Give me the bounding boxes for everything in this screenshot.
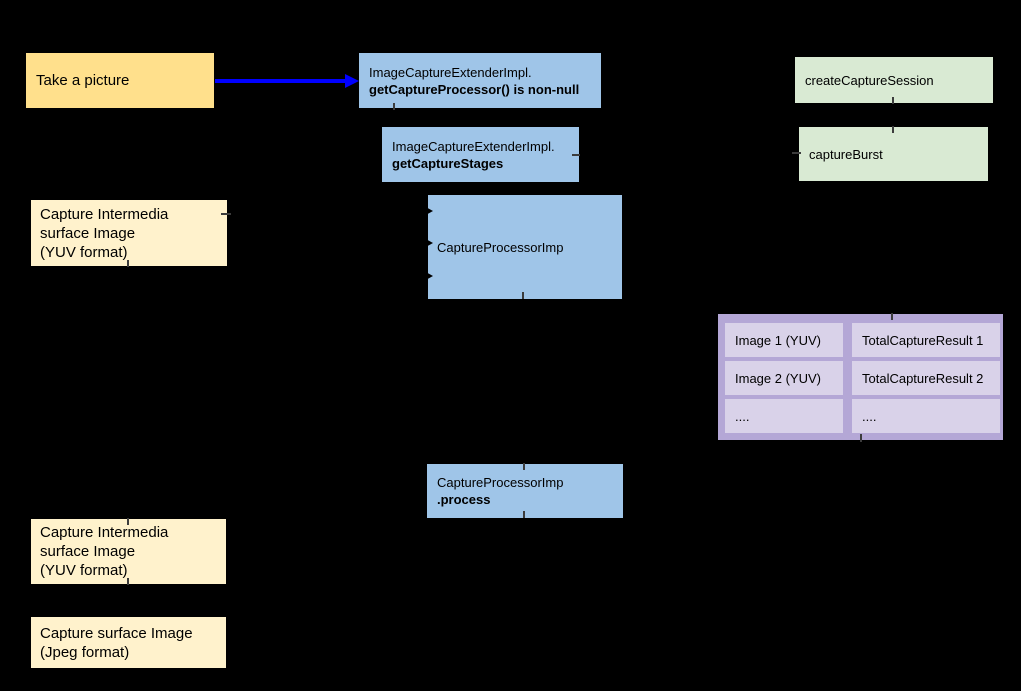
connector-tick <box>221 213 231 215</box>
capture-processor-imp-node: CaptureProcessorImp <box>428 195 622 299</box>
connector-tick <box>522 292 524 299</box>
capture-processor-process-line1: CaptureProcessorImp <box>437 475 564 490</box>
flow-arrow-shaft <box>215 79 346 83</box>
connector-tick <box>892 97 894 104</box>
get-capture-processor-line1: ImageCaptureExtenderImpl. <box>369 64 532 80</box>
get-capture-stages-node: ImageCaptureExtenderImpl. getCaptureStag… <box>382 127 579 182</box>
connector-tick <box>523 463 525 470</box>
capture-intermedia-surface-bottom-node: Capture Intermedia surface Image (YUV fo… <box>31 519 226 584</box>
connector-tick <box>860 434 862 442</box>
capture-surface-jpeg-node: Capture surface Image (Jpeg format) <box>31 617 226 668</box>
connector-tick <box>891 313 893 320</box>
table-cell-result-1: TotalCaptureResult 1 <box>852 323 1000 357</box>
connector-tick <box>127 518 129 525</box>
capture-processor-process-line2: .process <box>437 492 491 507</box>
connector-tick <box>792 152 801 154</box>
table-cell-image-more: .... <box>725 399 843 433</box>
connector-tick <box>523 511 525 518</box>
table-cell-image-2: Image 2 (YUV) <box>725 361 843 395</box>
connector-tick <box>572 154 580 156</box>
capture-burst-node: captureBurst <box>799 127 988 181</box>
table-cell-result-2: TotalCaptureResult 2 <box>852 361 1000 395</box>
capture-results-table: Image 1 (YUV) TotalCaptureResult 1 Image… <box>718 314 1003 440</box>
capture-burst-label: captureBurst <box>809 146 883 162</box>
take-a-picture-node: Take a picture <box>26 53 214 108</box>
connector-tick <box>127 578 129 585</box>
capture-processor-imp-label: CaptureProcessorImp <box>437 239 564 255</box>
create-capture-session-label: createCaptureSession <box>805 72 934 88</box>
get-capture-stages-line2: getCaptureStages <box>392 155 504 171</box>
table-cell-image-1: Image 1 (YUV) <box>725 323 843 357</box>
get-capture-processor-node: ImageCaptureExtenderImpl. getCaptureProc… <box>359 53 601 108</box>
capture-intermedia-surface-bottom-label: Capture Intermedia surface Image (YUV fo… <box>40 524 169 579</box>
connector-tick <box>127 260 129 267</box>
capture-surface-jpeg-label: Capture surface Image (Jpeg format) <box>40 624 193 661</box>
capture-intermedia-surface-top-node: Capture Intermedia surface Image (YUV fo… <box>31 200 227 266</box>
capture-intermedia-surface-top-label: Capture Intermedia surface Image (YUV fo… <box>40 205 169 261</box>
flow-arrow-head-icon <box>345 74 359 88</box>
take-a-picture-label: Take a picture <box>36 72 130 89</box>
connector-arrowhead-icon <box>424 238 433 248</box>
create-capture-session-node: createCaptureSession <box>795 57 993 103</box>
get-capture-stages-line1: ImageCaptureExtenderImpl. <box>392 138 555 154</box>
connector-arrowhead-icon <box>424 271 433 281</box>
connector-arrowhead-icon <box>424 206 433 216</box>
capture-processor-process-node: CaptureProcessorImp .process <box>427 464 623 518</box>
connector-tick <box>892 126 894 133</box>
table-cell-result-more: .... <box>852 399 1000 433</box>
connector-tick <box>393 103 395 110</box>
get-capture-processor-line2: getCaptureProcessor() is non-null <box>369 81 580 97</box>
